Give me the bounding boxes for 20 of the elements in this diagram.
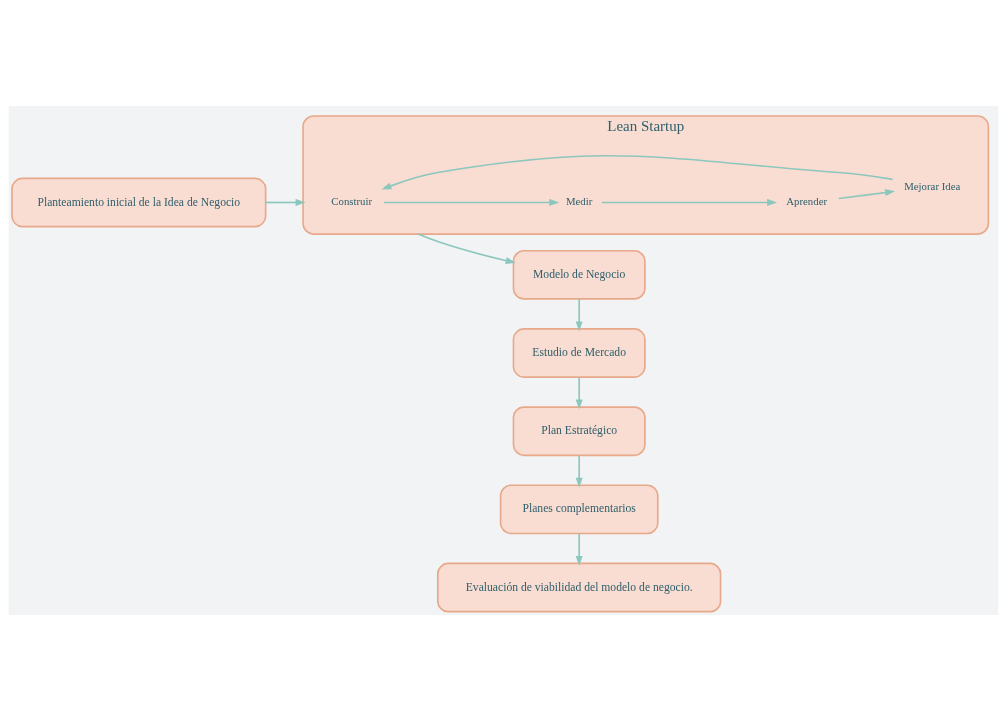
node-text: Medir (565, 194, 593, 207)
node-text: Mejorar Idea (904, 179, 961, 191)
arrow (575, 297, 583, 331)
arrow (381, 154, 894, 190)
node-box: Estudio de Mercado (512, 327, 646, 378)
arrow (265, 198, 306, 206)
node-box: Planes complementarios (499, 483, 659, 534)
arrow (600, 198, 778, 206)
arrow (575, 532, 583, 566)
arrow (417, 232, 516, 264)
arrow (575, 454, 583, 488)
node-box: Evaluación de viabilidad del modelo de negocio. (436, 562, 722, 612)
arrow (575, 375, 583, 410)
node-box: Plan Estratégico (512, 405, 646, 456)
node-box: Modelo de Negocio (512, 249, 646, 300)
node-box: Planteamiento inicial de la Idea de Negocio (11, 177, 267, 227)
node-text: Aprender (786, 194, 828, 207)
node-text: Construir (331, 194, 373, 207)
arrow (383, 198, 560, 206)
arrow (837, 188, 896, 199)
